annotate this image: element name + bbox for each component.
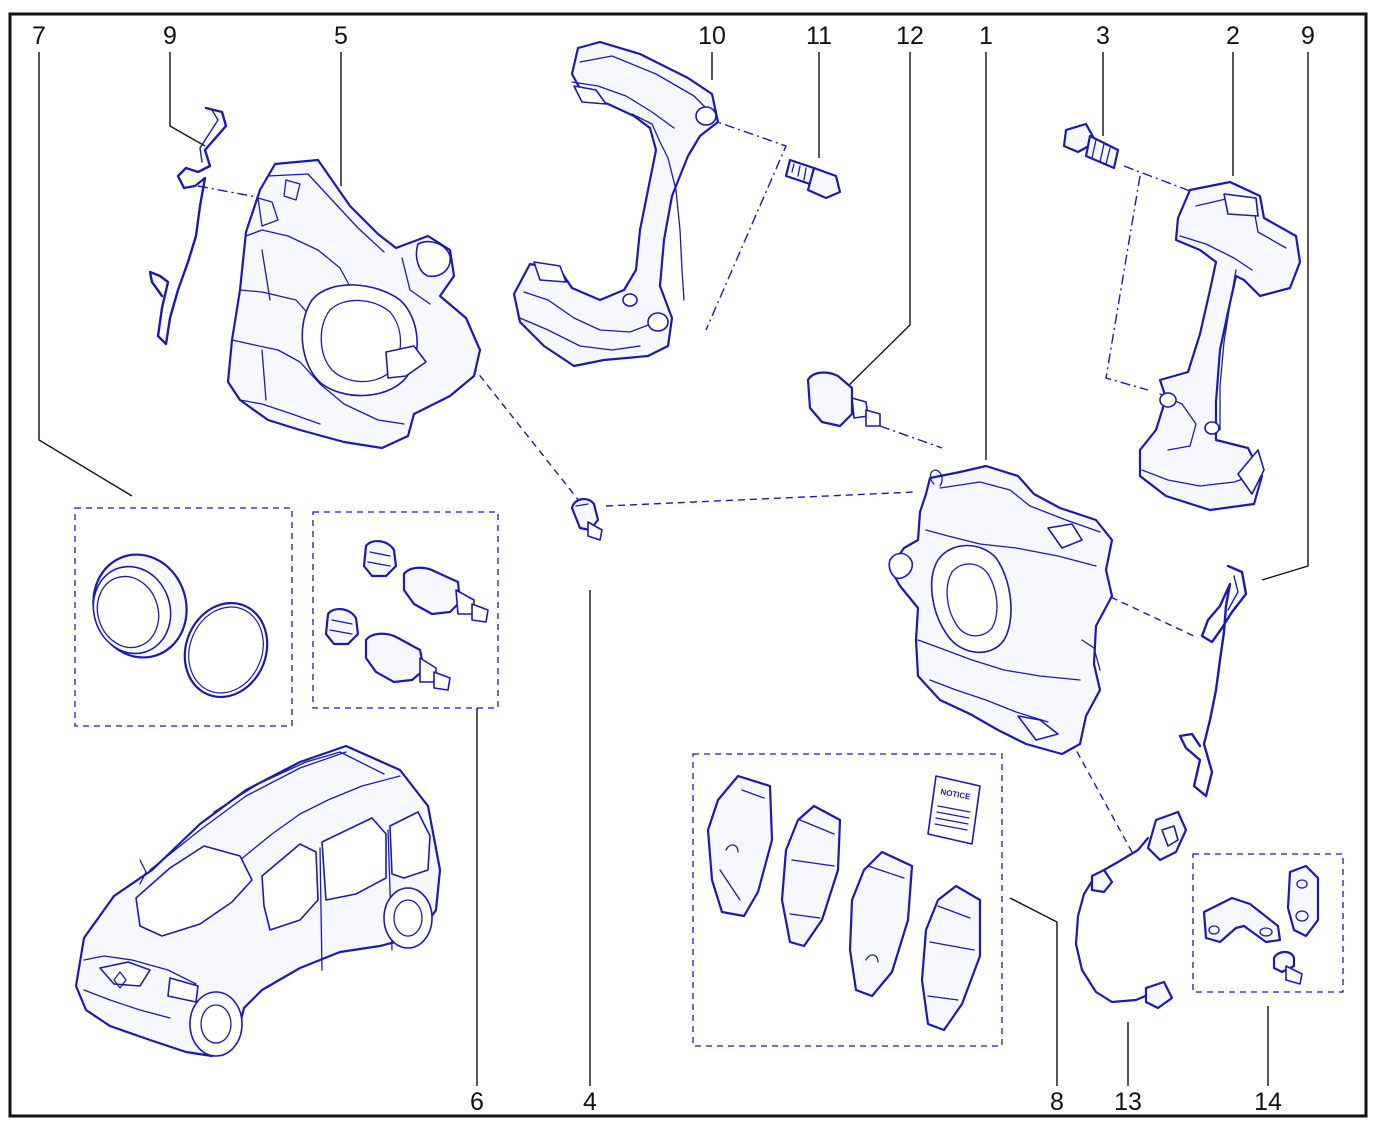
label-9-right: 9 <box>1301 22 1315 50</box>
vehicle-van <box>74 744 442 1058</box>
diagram-frame <box>8 12 1368 1118</box>
seal-kit-7 <box>74 507 293 727</box>
leader-lines <box>38 52 1309 1086</box>
spring-clip-right <box>1178 564 1248 798</box>
label-4: 4 <box>583 1088 597 1116</box>
kit-box-7 <box>74 507 293 727</box>
label-5: 5 <box>334 22 348 50</box>
bleed-screw-4 <box>570 498 603 541</box>
bracket-kit-14 <box>1192 853 1344 993</box>
brake-pad-kit-8: NOTICE <box>692 753 1003 1047</box>
kit-box-6 <box>312 511 499 709</box>
guide-pin-kit-6 <box>312 511 499 709</box>
wear-sensor-13 <box>1074 810 1188 1010</box>
bolt-11 <box>784 158 842 200</box>
brake-caliper-left <box>226 158 482 450</box>
callout-labels: 7 9 5 10 11 12 1 3 2 9 6 4 8 13 14 <box>32 22 1315 1116</box>
caliper-bracket-center <box>512 40 720 368</box>
kit-box-14 <box>1192 853 1344 993</box>
spring-clip-left <box>148 106 228 346</box>
label-7: 7 <box>32 22 46 50</box>
label-14: 14 <box>1254 1088 1282 1116</box>
label-2: 2 <box>1226 22 1240 50</box>
label-10: 10 <box>698 22 726 50</box>
kit-box-8 <box>692 753 1003 1047</box>
label-13: 13 <box>1114 1088 1142 1116</box>
label-9-left: 9 <box>163 22 177 50</box>
label-11: 11 <box>806 22 832 50</box>
caliper-bracket-right <box>1138 180 1302 512</box>
label-1: 1 <box>979 22 993 50</box>
bolt-3 <box>1062 122 1120 170</box>
guide-pin-12 <box>806 371 881 428</box>
label-12: 12 <box>896 22 924 50</box>
label-6: 6 <box>470 1088 484 1116</box>
brake-caliper-right <box>888 464 1114 756</box>
notice-booklet <box>927 775 981 845</box>
label-8: 8 <box>1050 1088 1064 1116</box>
label-3: 3 <box>1096 22 1110 50</box>
